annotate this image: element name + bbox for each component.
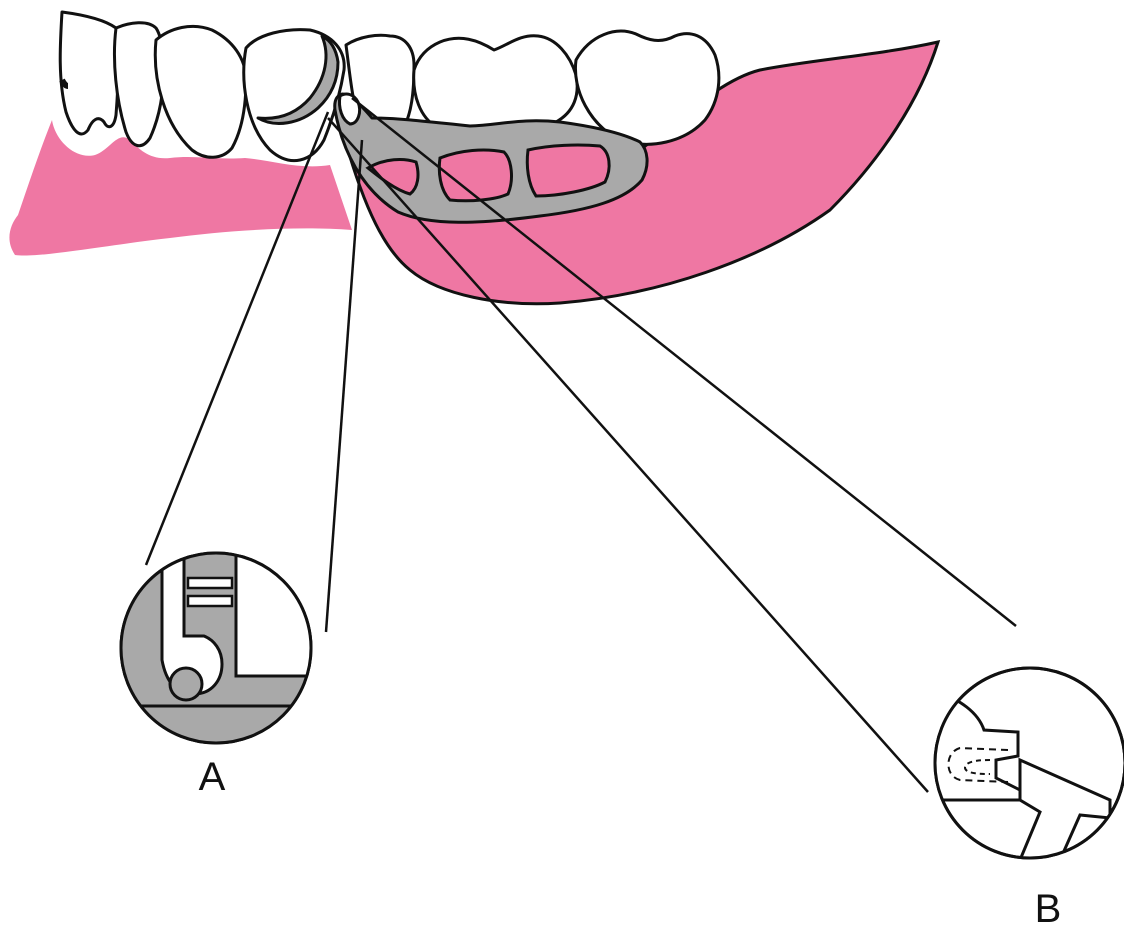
label-a: A xyxy=(199,755,226,799)
detail-a-ball xyxy=(170,668,202,700)
detail-a-lower xyxy=(110,706,330,760)
detail-a-bar-2 xyxy=(188,596,232,606)
detail-b-magnifier xyxy=(935,668,1124,860)
detail-a-bar-1 xyxy=(188,578,232,588)
tooth-canine xyxy=(155,26,246,157)
detail-a-magnifier xyxy=(110,548,330,760)
tooth-incisor-1 xyxy=(60,12,118,134)
detail-a-slot xyxy=(236,550,330,676)
label-b: B xyxy=(1035,887,1062,929)
